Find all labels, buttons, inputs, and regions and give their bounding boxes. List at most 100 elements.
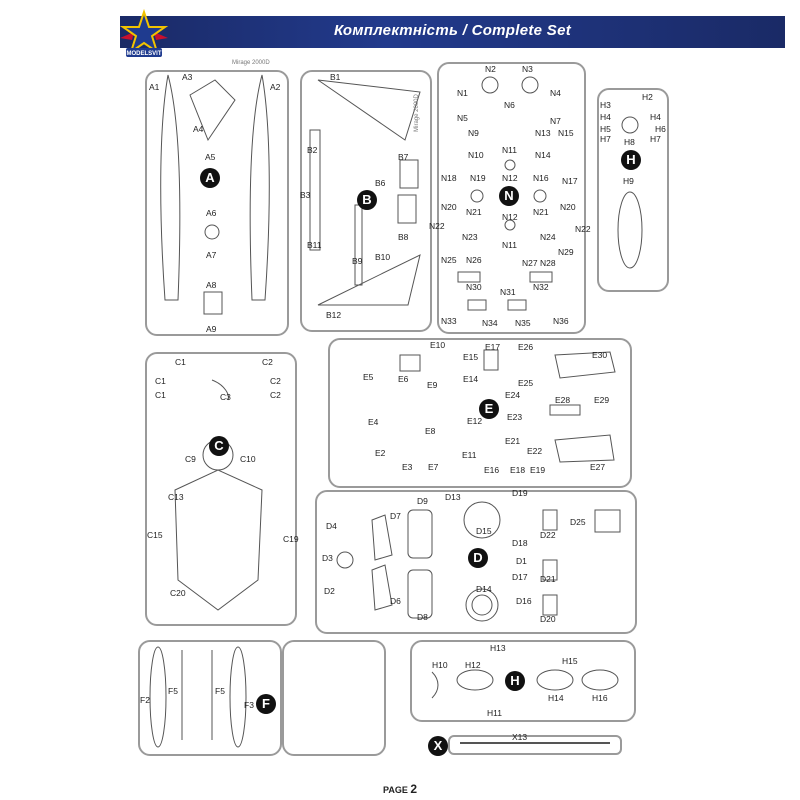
part-label: D22 bbox=[540, 530, 556, 540]
part-label: D13 bbox=[445, 492, 461, 502]
part-label: H6 bbox=[655, 124, 666, 134]
part-label: E22 bbox=[527, 446, 543, 456]
part-label: N13 bbox=[535, 128, 551, 138]
part-label: N33 bbox=[441, 316, 457, 326]
part-label: E18 bbox=[510, 465, 526, 475]
part-label: N22 bbox=[429, 221, 445, 231]
sprue-h-badge: H bbox=[505, 671, 525, 691]
part-label: C9 bbox=[185, 454, 196, 464]
part-label: C2 bbox=[262, 357, 273, 367]
part-label: B3 bbox=[300, 190, 311, 200]
part-label: H7 bbox=[650, 134, 661, 144]
part-label: H3 bbox=[600, 100, 611, 110]
part-label: E28 bbox=[555, 395, 571, 405]
part-label: N11 bbox=[502, 145, 517, 155]
part-label: C1 bbox=[175, 357, 186, 367]
part-label: A1 bbox=[149, 82, 160, 92]
part-label: E17 bbox=[485, 342, 501, 352]
part-label: D18 bbox=[512, 538, 528, 548]
part-label: E12 bbox=[467, 416, 483, 426]
part-label: D2 bbox=[324, 586, 335, 596]
part-label: D19 bbox=[512, 488, 528, 498]
part-label: B2 bbox=[307, 145, 318, 155]
part-label: D3 bbox=[322, 553, 333, 563]
part-label: N34 bbox=[482, 318, 498, 328]
part-label: N1 bbox=[457, 88, 468, 98]
part-label: E5 bbox=[363, 372, 374, 382]
svg-text:MODELSVIT: MODELSVIT bbox=[126, 51, 161, 57]
part-label: E2 bbox=[375, 448, 386, 458]
part-label: H4 bbox=[600, 112, 611, 122]
part-label: H2 bbox=[642, 92, 653, 102]
part-label: N19 bbox=[470, 173, 486, 183]
part-label: N5 bbox=[457, 113, 468, 123]
part-label: N21 bbox=[466, 207, 482, 217]
part-label: D16 bbox=[516, 596, 532, 606]
part-label: H13 bbox=[490, 643, 506, 653]
part-label: B8 bbox=[398, 232, 409, 242]
page-footer: PAGE 2 bbox=[383, 782, 417, 796]
part-label: D20 bbox=[540, 614, 556, 624]
sprue-d-badge: D bbox=[468, 548, 488, 568]
part-label: C10 bbox=[240, 454, 256, 464]
part-label: E26 bbox=[518, 342, 534, 352]
part-label: N20 bbox=[441, 202, 457, 212]
part-label: D4 bbox=[326, 521, 337, 531]
page-title: Комплектність / Complete Set bbox=[333, 22, 572, 39]
part-label: H16 bbox=[592, 693, 608, 703]
part-label: E10 bbox=[430, 340, 446, 350]
part-label: C1 bbox=[155, 376, 166, 386]
part-label: H8 bbox=[624, 137, 635, 147]
sprue-x-badge: X bbox=[428, 736, 448, 756]
part-label: H9 bbox=[623, 176, 634, 186]
part-label: H10 bbox=[432, 660, 448, 670]
sprue-a-stamp: Mirage 2000D bbox=[232, 60, 270, 66]
part-label: D21 bbox=[540, 574, 556, 584]
part-label: E24 bbox=[505, 390, 521, 400]
part-label: N4 bbox=[550, 88, 561, 98]
part-label: B9 bbox=[352, 256, 363, 266]
part-label: N22 bbox=[575, 224, 591, 234]
sprue-x bbox=[448, 735, 622, 755]
part-label: H5 bbox=[600, 124, 611, 134]
part-label: N15 bbox=[558, 128, 574, 138]
part-label: E11 bbox=[462, 450, 477, 460]
part-label: C2 bbox=[270, 376, 281, 386]
part-label: F2 bbox=[140, 695, 150, 705]
part-label: N35 bbox=[515, 318, 531, 328]
part-label: E16 bbox=[484, 465, 500, 475]
part-label: E19 bbox=[530, 465, 546, 475]
part-label: A2 bbox=[270, 82, 281, 92]
part-label: N28 bbox=[540, 258, 556, 268]
part-label: C2 bbox=[270, 390, 281, 400]
part-label: F5 bbox=[215, 686, 225, 696]
part-label: N31 bbox=[500, 287, 516, 297]
part-label: N11 bbox=[502, 240, 517, 250]
part-label: B7 bbox=[398, 152, 409, 162]
part-label: F3 bbox=[244, 700, 254, 710]
part-label: D1 bbox=[516, 556, 527, 566]
part-label: C20 bbox=[170, 588, 186, 598]
sprue-b-badge: B bbox=[357, 190, 377, 210]
part-label: H15 bbox=[562, 656, 578, 666]
part-label: F5 bbox=[168, 686, 178, 696]
part-label: A3 bbox=[182, 72, 193, 82]
part-label: D7 bbox=[390, 511, 401, 521]
sprue-h-small-badge: H bbox=[621, 150, 641, 170]
part-label: E21 bbox=[505, 436, 521, 446]
part-label: E23 bbox=[507, 412, 523, 422]
sprue-c bbox=[145, 352, 297, 626]
part-label: H4 bbox=[650, 112, 661, 122]
part-label: E27 bbox=[590, 462, 606, 472]
part-label: D9 bbox=[417, 496, 428, 506]
part-label: E30 bbox=[592, 350, 608, 360]
part-label: N14 bbox=[535, 150, 551, 160]
part-label: N12 bbox=[502, 173, 518, 183]
part-label: C1 bbox=[155, 390, 166, 400]
part-label: E4 bbox=[368, 417, 379, 427]
part-label: N21 bbox=[533, 207, 549, 217]
part-label: B6 bbox=[375, 178, 386, 188]
part-label: B12 bbox=[326, 310, 342, 320]
sprue-c-badge: C bbox=[209, 436, 229, 456]
